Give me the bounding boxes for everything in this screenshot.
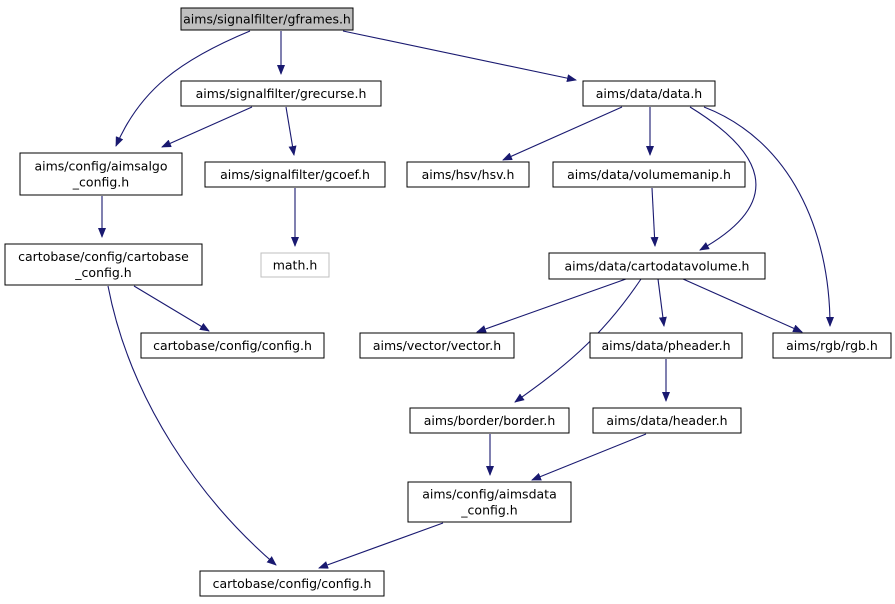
edge-data-to-rgb: [703, 106, 834, 327]
node-box-pheader: [589, 332, 743, 359]
node-label-config_bottom-0: cartobase/config/config.h: [213, 576, 372, 591]
node-box-border: [409, 407, 570, 434]
node-box-cartodatavolume: [548, 252, 766, 280]
node-label-cartodatavolume-0: aims/data/cartodatavolume.h: [565, 259, 750, 274]
node-vector[interactable]: aims/vector/vector.h: [359, 332, 515, 359]
edge-grecurse-to-gcoef: [285, 106, 297, 156]
node-box-gframes: [180, 7, 354, 31]
edge-volumemanip-to-cartodatavolume: [650, 187, 659, 247]
edge-aimsdata_config-to-config_bottom: [318, 522, 444, 569]
node-label-data-0: aims/data/data.h: [596, 86, 702, 101]
node-pheader[interactable]: aims/data/pheader.h: [589, 332, 743, 359]
node-box-aimsdata_config: [407, 481, 572, 523]
node-label-pheader-0: aims/data/pheader.h: [601, 338, 730, 353]
node-config_mid[interactable]: cartobase/config/config.h: [140, 332, 325, 359]
node-box-config_mid: [140, 332, 325, 359]
edge-data-to-hsv: [502, 106, 623, 161]
node-label-math-0: math.h: [273, 258, 318, 273]
edge-data-to-cartodatavolume: [689, 106, 757, 251]
node-label-hsv-0: aims/hsv/hsv.h: [422, 167, 515, 182]
node-label-vector-0: aims/vector/vector.h: [373, 338, 501, 353]
nodes-layer: aims/signalfilter/gframes.h aims/signalfi…: [4, 7, 892, 597]
edge-gframes-to-data: [342, 30, 577, 83]
node-box-vector: [359, 332, 515, 359]
edge-cartobase_config-to-config_mid: [133, 285, 210, 332]
node-label-aimsalgo_config-0: aims/config/aimsalgo: [34, 159, 167, 174]
node-aimsalgo_config[interactable]: aims/config/aimsalgo_config.h: [19, 152, 183, 196]
node-volumemanip[interactable]: aims/data/volumemanip.h: [552, 161, 746, 188]
node-box-rgb: [772, 332, 892, 359]
node-box-volumemanip: [552, 161, 746, 188]
node-math[interactable]: math.h: [260, 252, 330, 278]
node-config_bottom[interactable]: cartobase/config/config.h: [199, 570, 385, 597]
edges-layer: [98, 30, 834, 569]
node-header[interactable]: aims/data/header.h: [592, 407, 742, 434]
edge-header-to-aimsdata_config: [531, 433, 647, 481]
node-box-cartobase_config: [4, 243, 203, 286]
edge-gframes-to-aimsalgo_config: [115, 30, 251, 147]
node-cartodatavolume[interactable]: aims/data/cartodatavolume.h: [548, 252, 766, 280]
node-hsv[interactable]: aims/hsv/hsv.h: [406, 161, 530, 188]
edge-cartodatavolume-to-rgb: [682, 278, 803, 333]
node-aimsdata_config[interactable]: aims/config/aimsdata_config.h: [407, 481, 572, 523]
node-data[interactable]: aims/data/data.h: [582, 80, 716, 107]
node-box-header: [592, 407, 742, 434]
node-cartobase_config[interactable]: cartobase/config/cartobase_config.h: [4, 243, 203, 286]
edge-cartobase_config-to-config_bottom: [107, 285, 277, 566]
node-box-aimsalgo_config: [19, 152, 183, 196]
node-grecurse[interactable]: aims/signalfilter/grecurse.h: [180, 80, 382, 107]
node-box-gcoef: [204, 161, 386, 188]
edge-cartodatavolume-to-pheader: [657, 278, 667, 327]
node-label-rgb-0: aims/rgb/rgb.h: [786, 338, 878, 353]
node-label-gframes-0: aims/signalfilter/gframes.h: [183, 12, 351, 27]
node-box-math: [260, 252, 330, 278]
node-label-cartobase_config-0: cartobase/config/cartobase: [18, 249, 189, 264]
node-box-config_bottom: [199, 570, 385, 597]
node-box-hsv: [406, 161, 530, 188]
node-gcoef[interactable]: aims/signalfilter/gcoef.h: [204, 161, 386, 188]
node-gframes[interactable]: aims/signalfilter/gframes.h: [180, 7, 354, 31]
node-border[interactable]: aims/border/border.h: [409, 407, 570, 434]
node-label-aimsdata_config-1: _config.h: [460, 503, 517, 518]
edge-grecurse-to-aimsalgo_config: [161, 106, 253, 148]
node-label-header-0: aims/data/header.h: [606, 413, 727, 428]
edge-cartodatavolume-to-border: [514, 278, 642, 403]
node-label-volumemanip-0: aims/data/volumemanip.h: [567, 167, 731, 182]
node-label-border-0: aims/border/border.h: [424, 413, 556, 428]
node-label-config_mid-0: cartobase/config/config.h: [153, 338, 312, 353]
edge-cartodatavolume-to-vector: [476, 278, 627, 333]
node-box-data: [582, 80, 716, 107]
node-label-grecurse-0: aims/signalfilter/grecurse.h: [196, 86, 367, 101]
node-label-cartobase_config-1: _config.h: [74, 265, 131, 280]
node-rgb[interactable]: aims/rgb/rgb.h: [772, 332, 892, 359]
node-label-aimsalgo_config-1: _config.h: [72, 175, 129, 190]
node-label-gcoef-0: aims/signalfilter/gcoef.h: [220, 167, 370, 182]
node-label-aimsdata_config-0: aims/config/aimsdata: [422, 487, 556, 502]
node-box-grecurse: [180, 80, 382, 107]
